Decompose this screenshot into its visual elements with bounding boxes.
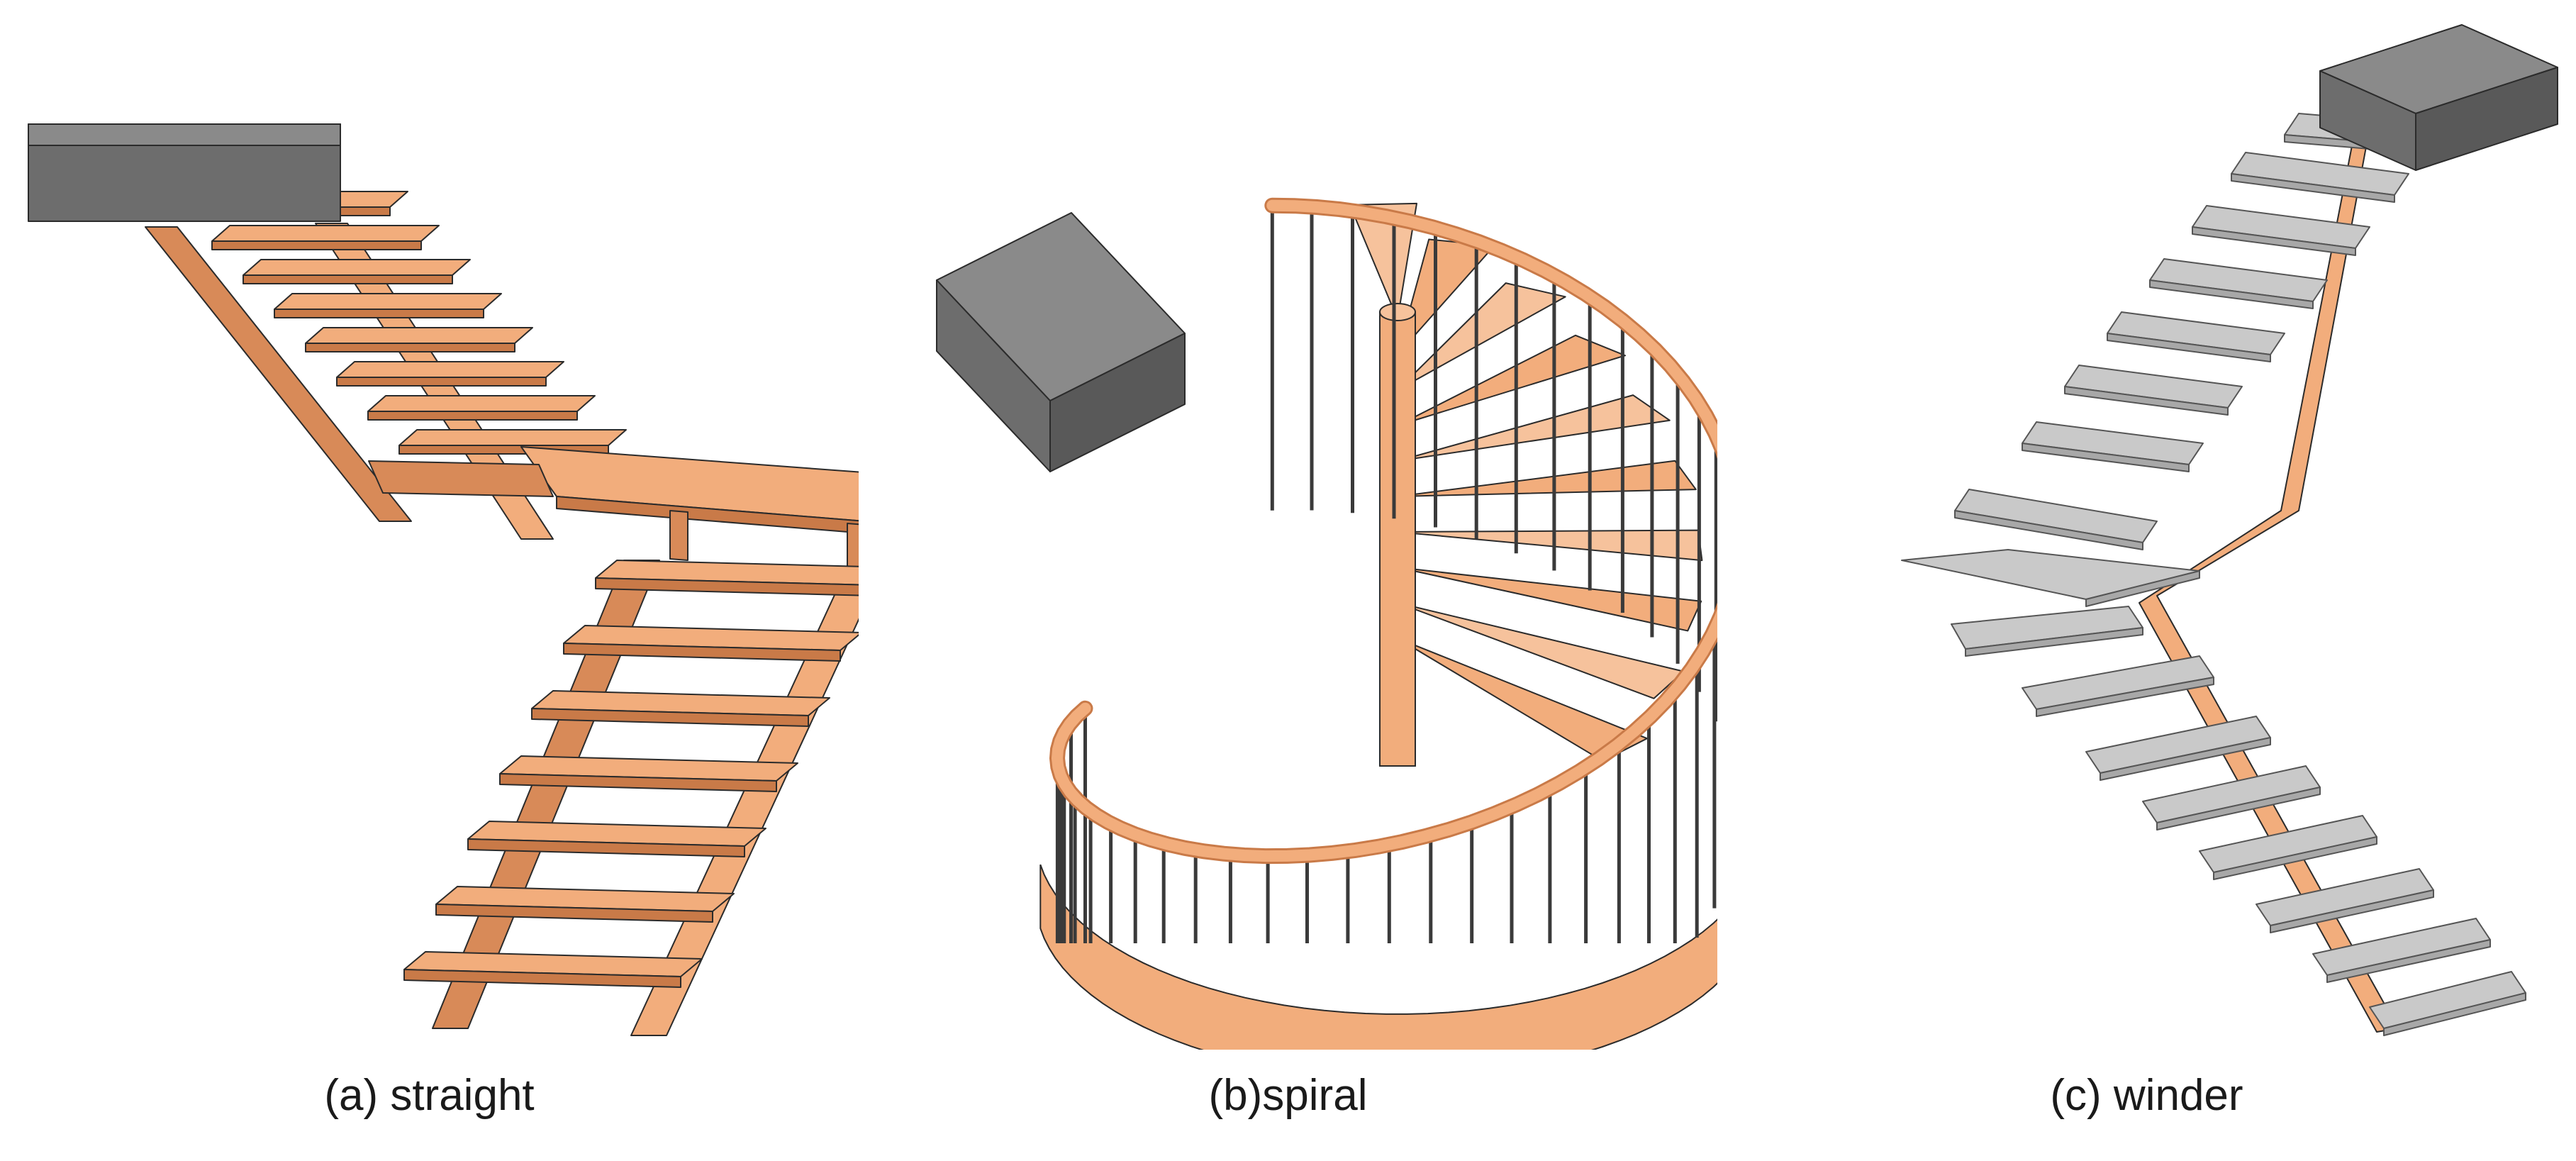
landing-platform	[368, 446, 859, 575]
stone-tread-edge-7	[2022, 443, 2190, 472]
block-c-front	[2319, 70, 2416, 171]
concrete-slab-block	[2319, 24, 2558, 171]
spiral-tread-4	[1397, 334, 1627, 426]
caption-spiral: (b)spiral	[1208, 1071, 1368, 1120]
stone-tread-edge-9	[2085, 570, 2200, 607]
stone-treads	[1901, 113, 2526, 1036]
upper-tread-edge-6	[336, 377, 547, 387]
lower-tread-edge-3	[531, 708, 809, 727]
balusters	[1055, 205, 1717, 943]
block-b-side	[1049, 333, 1186, 472]
spiral-tread-1	[1349, 202, 1418, 320]
lower-tread-edge-1	[595, 577, 859, 596]
column-shaft	[1379, 311, 1416, 767]
stone-tread-edge-16	[2326, 939, 2491, 983]
landing-front-edge	[556, 496, 859, 534]
winder-stair-illustration	[1901, 24, 2558, 1036]
spiral-tread-7	[1397, 529, 1703, 562]
spiral-treads	[1349, 202, 1703, 762]
spiral-base-wall	[1039, 864, 1717, 1050]
lower-tread-edge-6	[435, 904, 713, 923]
spiral-tread-10	[1397, 638, 1648, 762]
upper-tread-edge-4	[274, 309, 484, 318]
spiral-tread-9	[1397, 602, 1685, 699]
stone-tread-edge-2	[2231, 173, 2395, 203]
landing-post-2	[847, 523, 859, 575]
handrail-top	[1051, 199, 1717, 862]
upper-tread-2	[211, 225, 440, 242]
handrail	[1049, 197, 1717, 865]
stone-tread-edge-12	[2100, 737, 2271, 781]
stone-tread-9	[1901, 549, 2200, 600]
upper-tread-edge-5	[305, 343, 515, 352]
upper-tread-edge-2	[211, 240, 422, 250]
spiral-stair-illustration	[936, 197, 1717, 1050]
stone-tread-edge-17	[2383, 992, 2526, 1036]
caption-straight: (a) straight	[324, 1071, 535, 1120]
lower-flight-treads	[403, 560, 859, 1036]
block-a-lid	[28, 123, 341, 146]
upper-tread-3	[242, 259, 471, 276]
base-wall-band	[1039, 864, 1717, 1050]
spiral-tread-3	[1397, 282, 1566, 391]
stone-tread-edge-13	[2156, 787, 2321, 831]
stone-tread-edge-11	[2036, 677, 2214, 717]
upper-tread-6	[336, 361, 564, 378]
caption-winder: (c) winder	[2050, 1071, 2243, 1120]
straight-stair-illustration	[28, 123, 859, 1036]
upper-left-stringer	[145, 226, 412, 522]
lower-tread-edge-4	[499, 773, 777, 792]
upper-tread-7	[367, 395, 596, 412]
stone-tread-edge-5	[2107, 333, 2271, 362]
upper-tread-8	[398, 429, 627, 446]
stone-tread-edge-8	[1954, 510, 2143, 550]
concrete-slab-block	[936, 212, 1186, 472]
landing-joint	[368, 460, 554, 497]
stone-tread-edge-15	[2270, 889, 2434, 933]
upper-tread-edge-7	[367, 411, 578, 421]
stone-tread-edge-14	[2213, 836, 2377, 880]
lower-tread-1	[595, 560, 859, 586]
stone-tread-edge-3	[2192, 226, 2356, 256]
stone-tread-edge-4	[2149, 279, 2314, 309]
stone-tread-edge-6	[2064, 386, 2229, 416]
spiral-tread-8	[1397, 567, 1702, 632]
upper-tread-4	[274, 293, 502, 310]
column-cap	[1379, 303, 1416, 321]
upper-tread-5	[305, 327, 533, 344]
landing-post-1	[669, 510, 688, 561]
center-column	[1379, 303, 1416, 767]
block-a-face	[28, 145, 341, 222]
stone-tread-edge-10	[1965, 627, 2143, 657]
upper-tread-edge-3	[242, 274, 453, 284]
lower-tread-edge-2	[563, 643, 841, 662]
concrete-slab-block	[28, 123, 341, 222]
lower-tread-edge-7	[403, 969, 681, 988]
lower-tread-edge-5	[467, 838, 745, 857]
